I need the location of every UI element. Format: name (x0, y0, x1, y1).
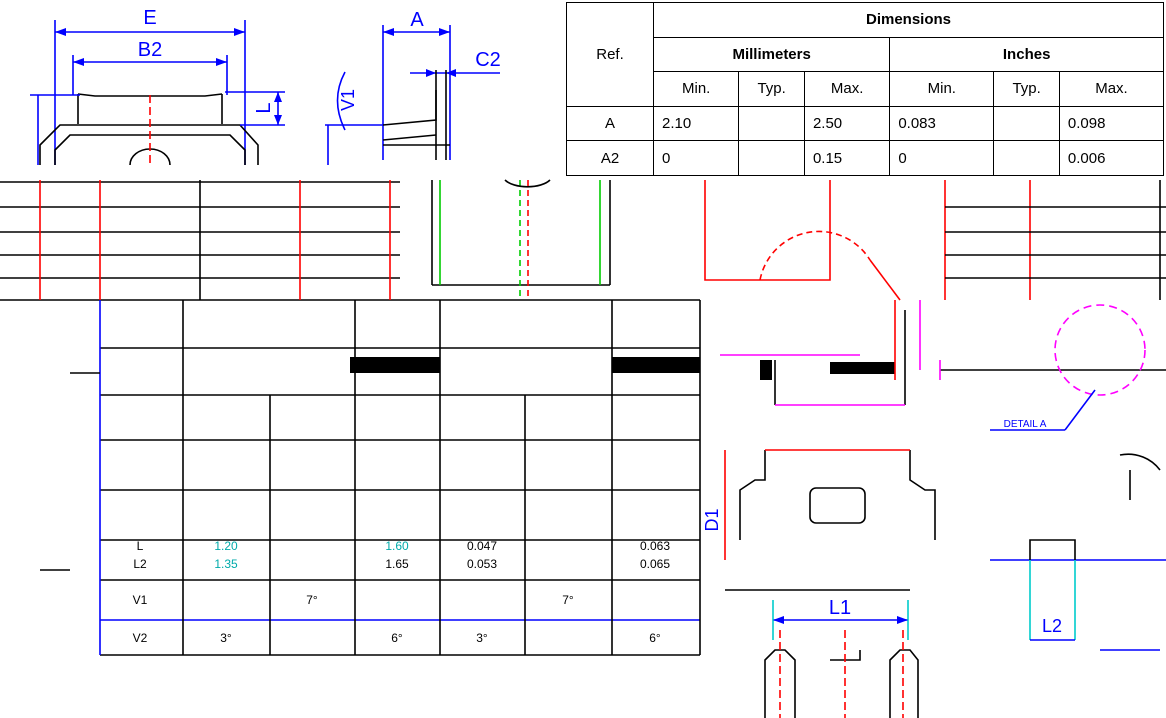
lower-row-max: 1.65 (385, 557, 409, 571)
cell: 2.10 (652, 105, 740, 142)
millimeters-header: Millimeters (652, 36, 891, 73)
lower-row-max: 6° (391, 631, 403, 645)
label-L1: L1 (829, 597, 851, 619)
lower-table-grid (40, 300, 701, 656)
row-ref: A2 (566, 140, 654, 176)
dimensions-table: Ref. Dimensions Millimeters Inches Min. … (566, 2, 1165, 176)
label-detail-a: DETAIL A (1004, 419, 1047, 430)
top-package-view (30, 20, 285, 166)
lower-row-inch-min: 3° (476, 631, 488, 645)
table-row: A 2.10 2.50 0.083 0.098 (566, 105, 1165, 142)
row-ref: A (566, 105, 654, 142)
cell: 0 (652, 140, 740, 176)
lower-row-inch-min: 0.053 (467, 557, 497, 571)
cell: 0.006 (1058, 140, 1165, 176)
lower-row-max: 1.60 (385, 539, 409, 553)
lower-row-inch-max: 0.065 (640, 557, 670, 571)
right-detail-views (720, 300, 1166, 718)
overlapped-section-views (0, 179, 1166, 301)
lower-row-inch-max: 0.063 (640, 539, 670, 553)
label-A: A (410, 9, 424, 31)
subheader-mm-typ: Typ. (738, 71, 805, 107)
lower-row-inch-min: 0.047 (467, 539, 497, 553)
lower-row-min: 1.20 (214, 539, 238, 553)
lower-row-min: 1.35 (214, 557, 238, 571)
cell: 0 (889, 140, 995, 176)
subheader-in-typ: Typ. (993, 71, 1060, 107)
dimensions-title: Dimensions (653, 2, 1164, 38)
lower-table-text: L 1.20 1.60 0.047 0.063 L2 1.35 1.65 0.0… (133, 539, 671, 645)
lower-row-inch-max: 6° (649, 631, 661, 645)
lower-row-inch-typ: 7° (562, 593, 574, 607)
label-B2: B2 (138, 39, 162, 61)
label-C2: C2 (475, 49, 501, 71)
cell: 2.50 (803, 105, 891, 142)
label-L: L (253, 102, 275, 113)
lower-row-typ: 7° (306, 593, 318, 607)
cell: 0.15 (803, 140, 891, 176)
label-D1: D1 (702, 508, 722, 531)
subheader-mm-max: Max. (803, 71, 891, 107)
label-E: E (143, 7, 156, 29)
subheader-in-max: Max. (1058, 71, 1165, 107)
side-profile-view (325, 25, 500, 165)
cell (738, 140, 805, 176)
cell (993, 105, 1060, 142)
lower-row-ref: L (137, 539, 144, 553)
lower-row-ref: L2 (133, 557, 147, 571)
lower-row-min: 3° (220, 631, 232, 645)
inches-header: Inches (889, 36, 1164, 73)
table-row: A2 0 0.15 0 0.006 (566, 140, 1165, 176)
label-V1: V1 (338, 89, 358, 111)
cell: 0.083 (889, 105, 995, 142)
label-L2: L2 (1042, 616, 1062, 636)
cell (993, 140, 1060, 176)
subheader-mm-min: Min. (652, 71, 740, 107)
subheader-in-min: Min. (889, 71, 995, 107)
cell: 0.098 (1058, 105, 1165, 142)
ref-header: Ref. (566, 2, 654, 107)
lower-row-ref: V2 (133, 631, 148, 645)
dimension-labels: E B2 A C2 L V1 L1 L2 D1 DETAIL A (138, 7, 1062, 636)
lower-row-ref: V1 (133, 593, 148, 607)
cell (738, 105, 805, 142)
